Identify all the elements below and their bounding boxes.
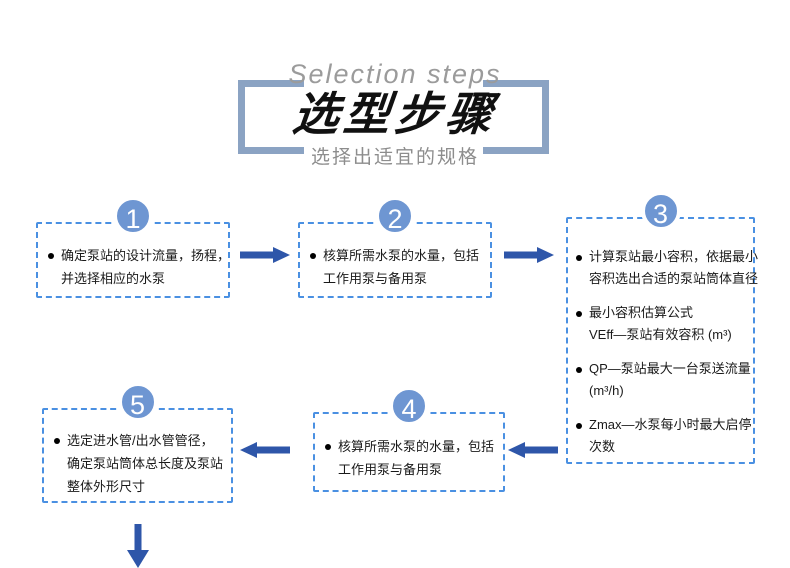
bullet-dot [576, 367, 582, 373]
step-4-bullet: 核算所需水泵的水量，包括 工作用泵与备用泵 [325, 435, 501, 481]
step-1-number-badge: 1 [113, 196, 153, 236]
step-box-5: 5 选定进水管/出水管管径， 确定泵站筒体总长度及泵站 整体外形尺寸 [42, 382, 233, 503]
step-box-1: 1 确定泵站的设计流量，扬程， 并选择相应的水泵 [36, 196, 230, 298]
arrow-right-icon [504, 247, 554, 263]
arrow-left-icon [240, 442, 290, 458]
step-5-number-badge: 5 [117, 382, 158, 422]
step-3-text-3: QP—泵站最大一台泵送流量 (m³/h) [589, 361, 751, 398]
step-3-bullet-1: 计算泵站最小容积，依据最小 容积选出合适的泵站筒体直径 [576, 246, 758, 290]
header-title-en: Selection steps [288, 59, 502, 89]
step-3-text-4: Zmax—水泵每小时最大启停 次数 [589, 417, 752, 454]
step-number: 5 [129, 390, 146, 420]
left-bracket-decoration [238, 80, 304, 154]
step-2-number-badge: 2 [375, 196, 415, 236]
header-title-zh: 选型步骤 [290, 88, 500, 140]
step-number: 2 [387, 204, 403, 234]
step-box-4: 4 核算所需水泵的水量，包括 工作用泵与备用泵 [313, 386, 505, 492]
right-bracket-decoration [483, 80, 549, 154]
arrow-left-icon [508, 442, 558, 458]
arrow-right-icon [240, 247, 290, 263]
step-2-bullet: 核算所需水泵的水量，包括 工作用泵与备用泵 [310, 244, 488, 290]
bullet-dot [325, 444, 331, 450]
step-number: 4 [401, 394, 417, 424]
step-1-text: 确定泵站的设计流量，扬程， 并选择相应的水泵 [61, 248, 231, 286]
bullet-dot [576, 311, 582, 317]
step-number: 1 [125, 204, 141, 234]
bullet-dot [576, 255, 582, 261]
step-2-text: 核算所需水泵的水量，包括 工作用泵与备用泵 [323, 248, 480, 286]
bullet-dot [576, 423, 582, 429]
step-3-bullet-4: Zmax—水泵每小时最大启停 次数 [576, 414, 752, 458]
step-3-number-badge: 3 [640, 191, 681, 231]
step-box-2: 2 核算所需水泵的水量，包括 工作用泵与备用泵 [298, 196, 492, 298]
step-3-text-1: 计算泵站最小容积，依据最小 容积选出合适的泵站筒体直径 [589, 249, 759, 286]
step-3-text-2: 最小容积估算公式 VEff—泵站有效容积 (m³) [589, 305, 732, 342]
step-5-bullet: 选定进水管/出水管管径， 确定泵站筒体总长度及泵站 整体外形尺寸 [54, 429, 229, 498]
arrow-down-icon [127, 524, 149, 568]
step-1-bullet: 确定泵站的设计流量，扬程， 并选择相应的水泵 [48, 244, 230, 290]
step-number: 3 [652, 199, 669, 229]
step-5-text: 选定进水管/出水管管径， 确定泵站筒体总长度及泵站 整体外形尺寸 [67, 433, 224, 494]
step-3-bullet-3: QP—泵站最大一台泵送流量 (m³/h) [576, 358, 751, 402]
step-3-bullet-2: 最小容积估算公式 VEff—泵站有效容积 (m³) [576, 302, 751, 346]
step-box-3: 3 计算泵站最小容积，依据最小 容积选出合适的泵站筒体直径 最小容积估算公式 V… [566, 191, 758, 464]
step-4-text: 核算所需水泵的水量，包括 工作用泵与备用泵 [338, 439, 495, 477]
step-4-number-badge: 4 [389, 386, 429, 426]
bullet-dot [310, 253, 316, 259]
header-subtitle: 选择出适宜的规格 [310, 147, 479, 168]
bullet-dot [54, 438, 60, 444]
bullet-dot [48, 253, 54, 259]
